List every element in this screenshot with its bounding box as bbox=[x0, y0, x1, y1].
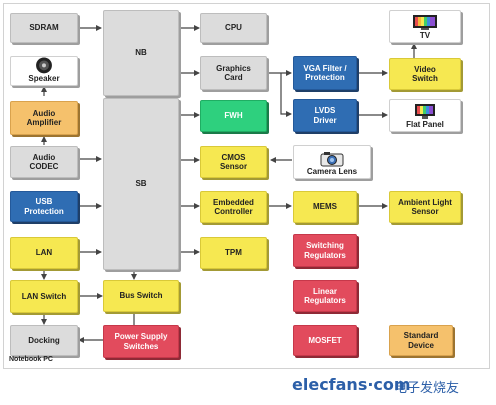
linear-regulators-label: Linear Regulators bbox=[304, 286, 346, 305]
nb-block: NB bbox=[103, 10, 179, 96]
graphics-card-label: Graphics Card bbox=[216, 63, 251, 82]
embedded-controller-label: Embedded Controller bbox=[213, 197, 254, 216]
docking-block: Docking bbox=[10, 325, 78, 356]
camera-lens-label: Camera Lens bbox=[306, 166, 358, 176]
usb-protection-block: USB Protection bbox=[10, 191, 78, 222]
standard-device-label: Standard Device bbox=[403, 331, 439, 350]
mems-label: MEMS bbox=[313, 202, 337, 212]
video-switch-block: Video Switch bbox=[389, 58, 461, 90]
lan-label: LAN bbox=[35, 248, 53, 258]
speaker-block: Speaker bbox=[10, 56, 78, 86]
lvds-driver-block: LVDS Driver bbox=[293, 99, 357, 132]
lan-block: LAN bbox=[10, 237, 78, 269]
sb-label: SB bbox=[135, 179, 147, 189]
flat-panel-block: Flat Panel bbox=[389, 99, 461, 132]
diagram-frame bbox=[3, 3, 490, 369]
power-supply-switches-block: Power Supply Switches bbox=[103, 325, 179, 358]
tpm-label: TPM bbox=[225, 248, 242, 258]
vga-filter-block: VGA Filter / Protection bbox=[293, 56, 357, 90]
audio-codec-label: Audio CODEC bbox=[29, 152, 59, 171]
cpu-block: CPU bbox=[200, 13, 267, 43]
link-graphics-lvds bbox=[280, 73, 292, 117]
tv-icon bbox=[413, 14, 437, 30]
usb-protection-label: USB Protection bbox=[24, 197, 64, 216]
audio-amplifier-label: Audio Amplifier bbox=[26, 108, 62, 127]
sdram-label: SDRAM bbox=[29, 23, 59, 33]
ambient-light-sensor-block: Ambient Light Sensor bbox=[389, 191, 461, 223]
tv-label: TV bbox=[419, 30, 431, 40]
watermark-brand-cn: 电子发烧友 bbox=[394, 381, 460, 396]
lan-switch-block: LAN Switch bbox=[10, 280, 78, 313]
audio-amplifier-block: Audio Amplifier bbox=[10, 101, 78, 135]
diagram-caption: Notebook PC bbox=[9, 356, 53, 363]
mems-block: MEMS bbox=[293, 191, 357, 223]
sdram-block: SDRAM bbox=[10, 13, 78, 43]
flat-panel-label: Flat Panel bbox=[406, 119, 444, 129]
tv-block: TV bbox=[389, 10, 461, 43]
flat-panel-icon bbox=[415, 103, 435, 119]
tpm-block: TPM bbox=[200, 237, 267, 269]
mosfet-block: MOSFET bbox=[293, 325, 357, 356]
lvds-driver-label: LVDS Driver bbox=[313, 106, 337, 125]
switching-regulators-block: Switching Regulators bbox=[293, 234, 357, 267]
video-switch-label: Video Switch bbox=[412, 64, 438, 83]
camera-icon bbox=[320, 151, 344, 167]
cmos-sensor-block: CMOS Sensor bbox=[200, 146, 267, 178]
speaker-label: Speaker bbox=[28, 73, 60, 83]
cmos-sensor-label: CMOS Sensor bbox=[219, 152, 248, 171]
fwh-block: FWH bbox=[200, 100, 267, 132]
mosfet-label: MOSFET bbox=[308, 335, 342, 345]
cpu-label: CPU bbox=[225, 23, 242, 33]
sb-block: SB bbox=[103, 98, 179, 270]
switching-regulators-label: Switching Regulators bbox=[304, 241, 346, 260]
audio-codec-block: Audio CODEC bbox=[10, 146, 78, 178]
camera-lens-block: Camera Lens bbox=[293, 145, 371, 179]
embedded-controller-block: Embedded Controller bbox=[200, 191, 267, 223]
bus-switch-block: Bus Switch bbox=[103, 280, 179, 312]
standard-device-block: Standard Device bbox=[389, 325, 453, 356]
bus-switch-label: Bus Switch bbox=[119, 291, 163, 301]
ambient-light-sensor-label: Ambient Light Sensor bbox=[398, 197, 452, 216]
speaker-icon bbox=[36, 57, 52, 74]
graphics-card-block: Graphics Card bbox=[200, 56, 267, 90]
vga-filter-label: VGA Filter / Protection bbox=[303, 63, 347, 82]
lan-switch-label: LAN Switch bbox=[21, 291, 67, 301]
nb-label: NB bbox=[135, 48, 147, 58]
fwh-label: FWH bbox=[224, 111, 243, 121]
docking-label: Docking bbox=[28, 335, 60, 345]
power-supply-switches-label: Power Supply Switches bbox=[114, 332, 168, 351]
linear-regulators-block: Linear Regulators bbox=[293, 280, 357, 312]
watermark-brand: elecfans·com bbox=[292, 375, 411, 394]
